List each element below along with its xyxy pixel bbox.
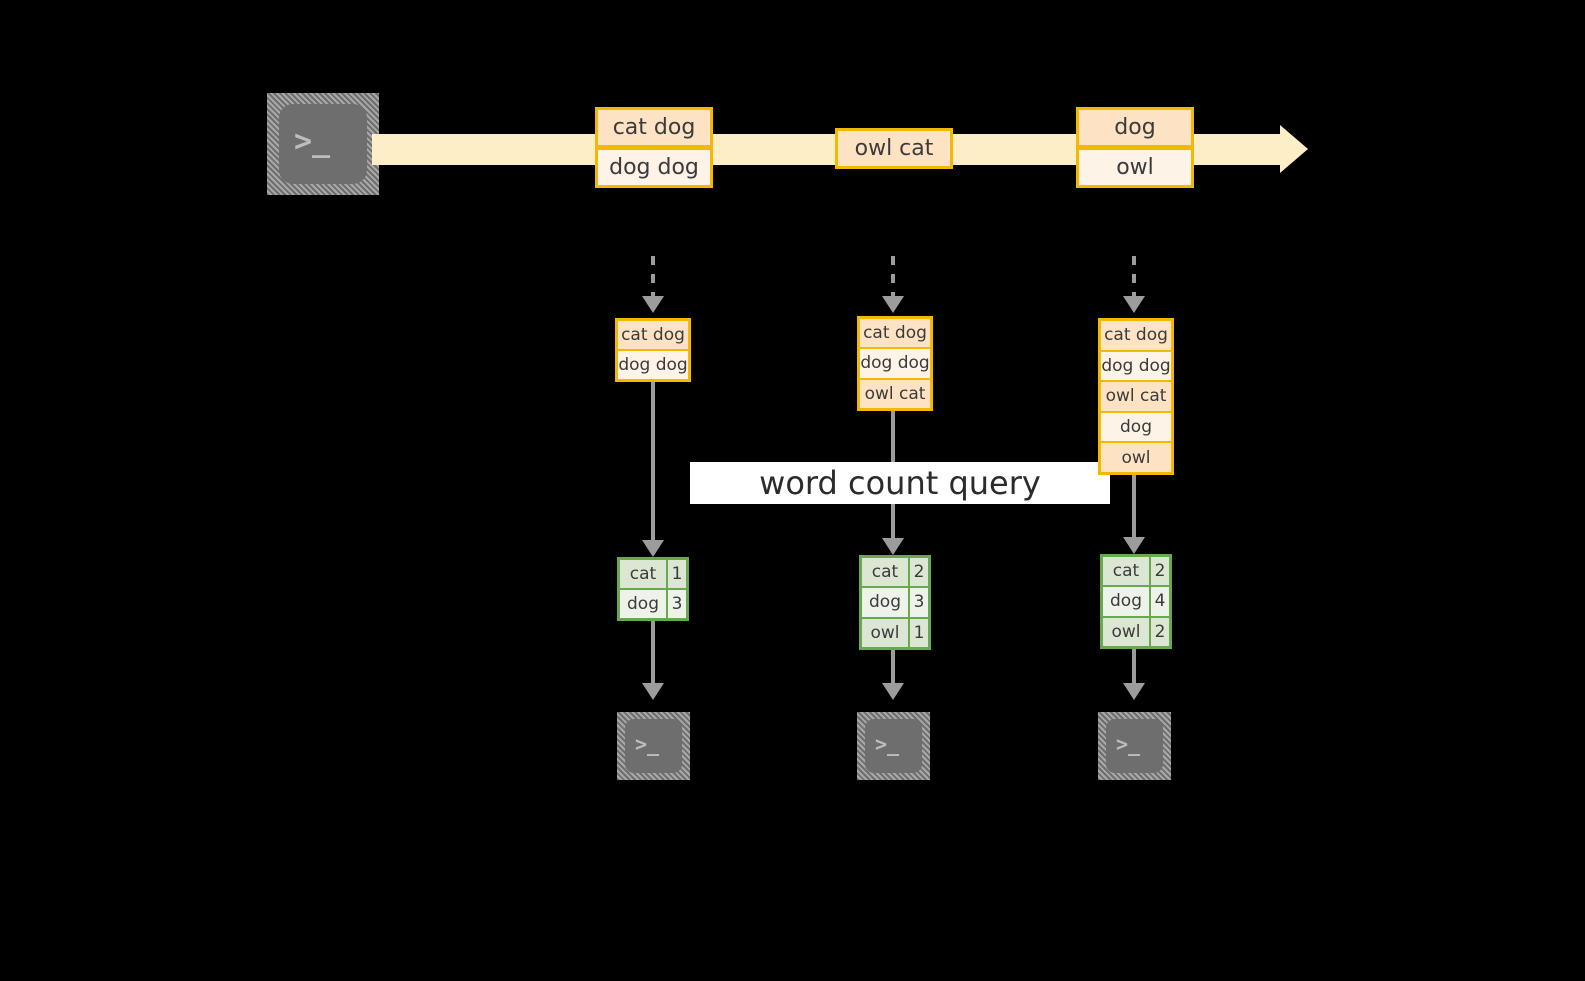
sink-connector-1 xyxy=(651,621,655,687)
table-cell-count: 4 xyxy=(1151,587,1169,616)
table-cell-count: 2 xyxy=(1151,617,1169,646)
table-cell-word: cat xyxy=(620,560,668,588)
table-cell-count: 3 xyxy=(668,590,686,618)
buffer-row: owl xyxy=(1101,443,1171,472)
stream-event-1b-label: dog dog xyxy=(609,155,699,180)
table-cell-word: dog xyxy=(862,588,910,617)
buffer-row-label: dog xyxy=(1120,417,1152,438)
sink-arrowhead-2 xyxy=(882,683,904,700)
stream-event-2a[interactable]: owl cat xyxy=(835,128,953,169)
terminal-body xyxy=(865,719,922,773)
sink-connector-3 xyxy=(1132,649,1136,687)
snapshot-3-sink-terminal-icon[interactable]: >_ xyxy=(1098,712,1171,780)
buffer-row: dog dog xyxy=(618,351,688,379)
snapshot-1-sink-terminal-icon[interactable]: >_ xyxy=(617,712,690,780)
stream-event-1a[interactable]: cat dog xyxy=(595,107,713,148)
table-cell-count: 2 xyxy=(1151,557,1169,586)
terminal-body xyxy=(1106,719,1163,773)
buffer-row: cat dog xyxy=(1101,321,1171,352)
buffer-row: owl cat xyxy=(860,379,930,408)
terminal-prompt-glyph: >_ xyxy=(635,732,660,756)
snapshot-1-result-table[interactable]: cat 1 dog 3 xyxy=(617,557,689,621)
terminal-body xyxy=(279,104,367,184)
table-cell-word: owl xyxy=(862,618,910,647)
tap-connector-3 xyxy=(1132,256,1136,298)
query-connector-3 xyxy=(1132,475,1136,547)
table-cell-word: cat xyxy=(1103,557,1151,586)
terminal-prompt-glyph: >_ xyxy=(875,732,900,756)
stream-event-3b[interactable]: owl xyxy=(1076,147,1194,188)
buffer-row-label: dog dog xyxy=(860,353,930,374)
stream-event-3b-label: owl xyxy=(1116,155,1154,180)
table-cell-count: 2 xyxy=(910,558,928,587)
tap-connector-2 xyxy=(891,256,895,298)
query-arrowhead-2 xyxy=(882,538,904,555)
query-label: word count query xyxy=(759,464,1041,502)
table-row: cat 1 xyxy=(620,560,686,590)
sink-connector-2 xyxy=(891,650,895,687)
sink-arrowhead-3 xyxy=(1123,683,1145,700)
table-cell-count: 1 xyxy=(910,618,928,647)
snapshot-1-buffer[interactable]: cat dog dog dog xyxy=(615,318,691,382)
stream-event-1a-label: cat dog xyxy=(612,115,696,140)
buffer-row: cat dog xyxy=(860,319,930,350)
table-row: dog 3 xyxy=(620,590,686,618)
query-label-band: word count query xyxy=(690,462,1110,504)
table-row: dog 3 xyxy=(862,588,928,619)
buffer-row-label: cat dog xyxy=(863,323,927,344)
snapshot-3-result-table[interactable]: cat 2 dog 4 owl 2 xyxy=(1100,554,1172,649)
buffer-row-label: owl cat xyxy=(1105,386,1167,407)
buffer-row-label: cat dog xyxy=(621,325,685,345)
table-row: owl 2 xyxy=(1103,617,1169,646)
tap-arrowhead-1 xyxy=(642,296,664,313)
buffer-row-label: owl xyxy=(1121,447,1151,468)
table-cell-word: cat xyxy=(862,558,910,587)
table-cell-count: 1 xyxy=(668,560,686,588)
table-cell-word: owl xyxy=(1103,617,1151,646)
terminal-prompt-glyph: >_ xyxy=(294,124,331,159)
stream-event-1b[interactable]: dog dog xyxy=(595,147,713,188)
buffer-row: owl cat xyxy=(1101,382,1171,413)
tap-arrowhead-2 xyxy=(882,296,904,313)
buffer-row-label: dog dog xyxy=(1101,355,1171,376)
stream-event-3a[interactable]: dog xyxy=(1076,107,1194,148)
buffer-row: dog dog xyxy=(860,349,930,380)
buffer-row-label: dog dog xyxy=(618,355,688,375)
source-terminal-icon[interactable]: >_ xyxy=(267,93,379,195)
snapshot-3-buffer[interactable]: cat dog dog dog owl cat dog owl xyxy=(1098,318,1174,475)
snapshot-2-sink-terminal-icon[interactable]: >_ xyxy=(857,712,930,780)
buffer-row: dog xyxy=(1101,412,1171,444)
terminal-body xyxy=(625,719,682,773)
buffer-row-label: cat dog xyxy=(1104,325,1168,346)
query-connector-1 xyxy=(651,382,655,550)
terminal-prompt-glyph: >_ xyxy=(1116,732,1141,756)
stream-event-3a-label: dog xyxy=(1114,115,1156,140)
table-row: cat 2 xyxy=(1103,557,1169,588)
buffer-row-label: owl cat xyxy=(864,383,926,404)
table-cell-word: dog xyxy=(1103,587,1151,616)
table-row: owl 1 xyxy=(862,618,928,647)
stream-arrow-head xyxy=(1280,125,1308,173)
tap-connector-1 xyxy=(651,256,655,298)
snapshot-2-result-table[interactable]: cat 2 dog 3 owl 1 xyxy=(859,555,931,650)
stream-event-2a-label: owl cat xyxy=(854,136,934,161)
sink-arrowhead-1 xyxy=(642,683,664,700)
table-cell-word: dog xyxy=(620,590,668,618)
buffer-row: dog dog xyxy=(1101,351,1171,383)
table-cell-count: 3 xyxy=(910,588,928,617)
table-row: cat 2 xyxy=(862,558,928,589)
query-arrowhead-3 xyxy=(1123,537,1145,554)
tap-arrowhead-3 xyxy=(1123,296,1145,313)
query-arrowhead-1 xyxy=(642,540,664,557)
snapshot-2-buffer[interactable]: cat dog dog dog owl cat xyxy=(857,316,933,411)
table-row: dog 4 xyxy=(1103,587,1169,618)
buffer-row: cat dog xyxy=(618,321,688,351)
